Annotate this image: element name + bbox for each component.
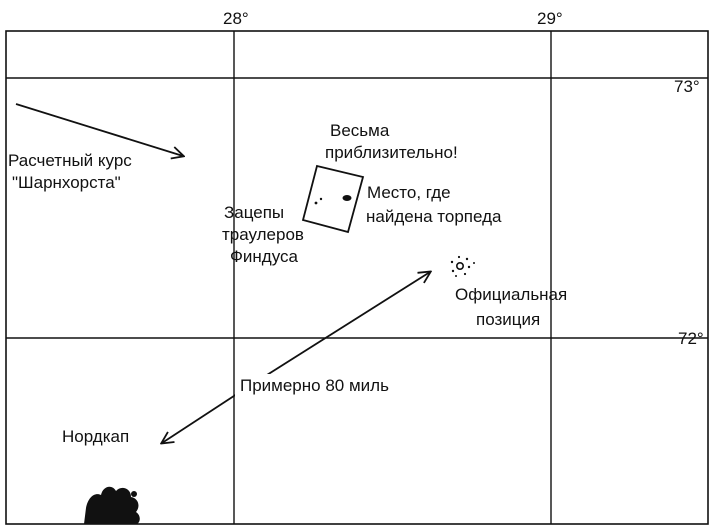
arrow-icon	[15, 103, 183, 156]
snag-point	[319, 197, 323, 201]
map-frame	[5, 30, 709, 525]
distance-label: Примерно 80 миль	[240, 376, 389, 395]
snags-label-line1: Зацепы	[224, 203, 284, 222]
search-area-box	[301, 164, 365, 234]
latitude-label-72: 72°	[678, 329, 704, 348]
nordkap-label: Нордкап	[62, 427, 129, 446]
official-label-line1: Официальная	[455, 285, 567, 304]
longitude-label-29: 29°	[537, 9, 563, 28]
very-approx-line2: приблизительно!	[325, 143, 458, 162]
official-label-line2: позиция	[476, 310, 540, 329]
arrow-icon	[239, 272, 430, 393]
snags-label-line3: Финдуса	[230, 247, 299, 266]
arrow-icon	[162, 391, 241, 443]
official-position-marker	[450, 255, 475, 277]
distance-label-backing	[235, 374, 407, 398]
course-label-line1: Расчетный курс	[8, 151, 132, 170]
torpedo-label-line2: найдена торпеда	[366, 207, 502, 226]
latitude-label-73: 73°	[674, 77, 700, 96]
torpedo-label-line1: Место, где	[367, 183, 451, 202]
longitude-label-28: 28°	[223, 9, 249, 28]
wreck-marker-icon	[342, 195, 352, 201]
course-label-line2: "Шарнхорста"	[12, 173, 121, 192]
coastline-shape	[84, 486, 140, 524]
very-approx-line1: Весьма	[330, 121, 390, 140]
snags-label-line2: траулеров	[222, 225, 304, 244]
snag-point	[314, 201, 318, 205]
coastline-islet	[131, 491, 137, 497]
